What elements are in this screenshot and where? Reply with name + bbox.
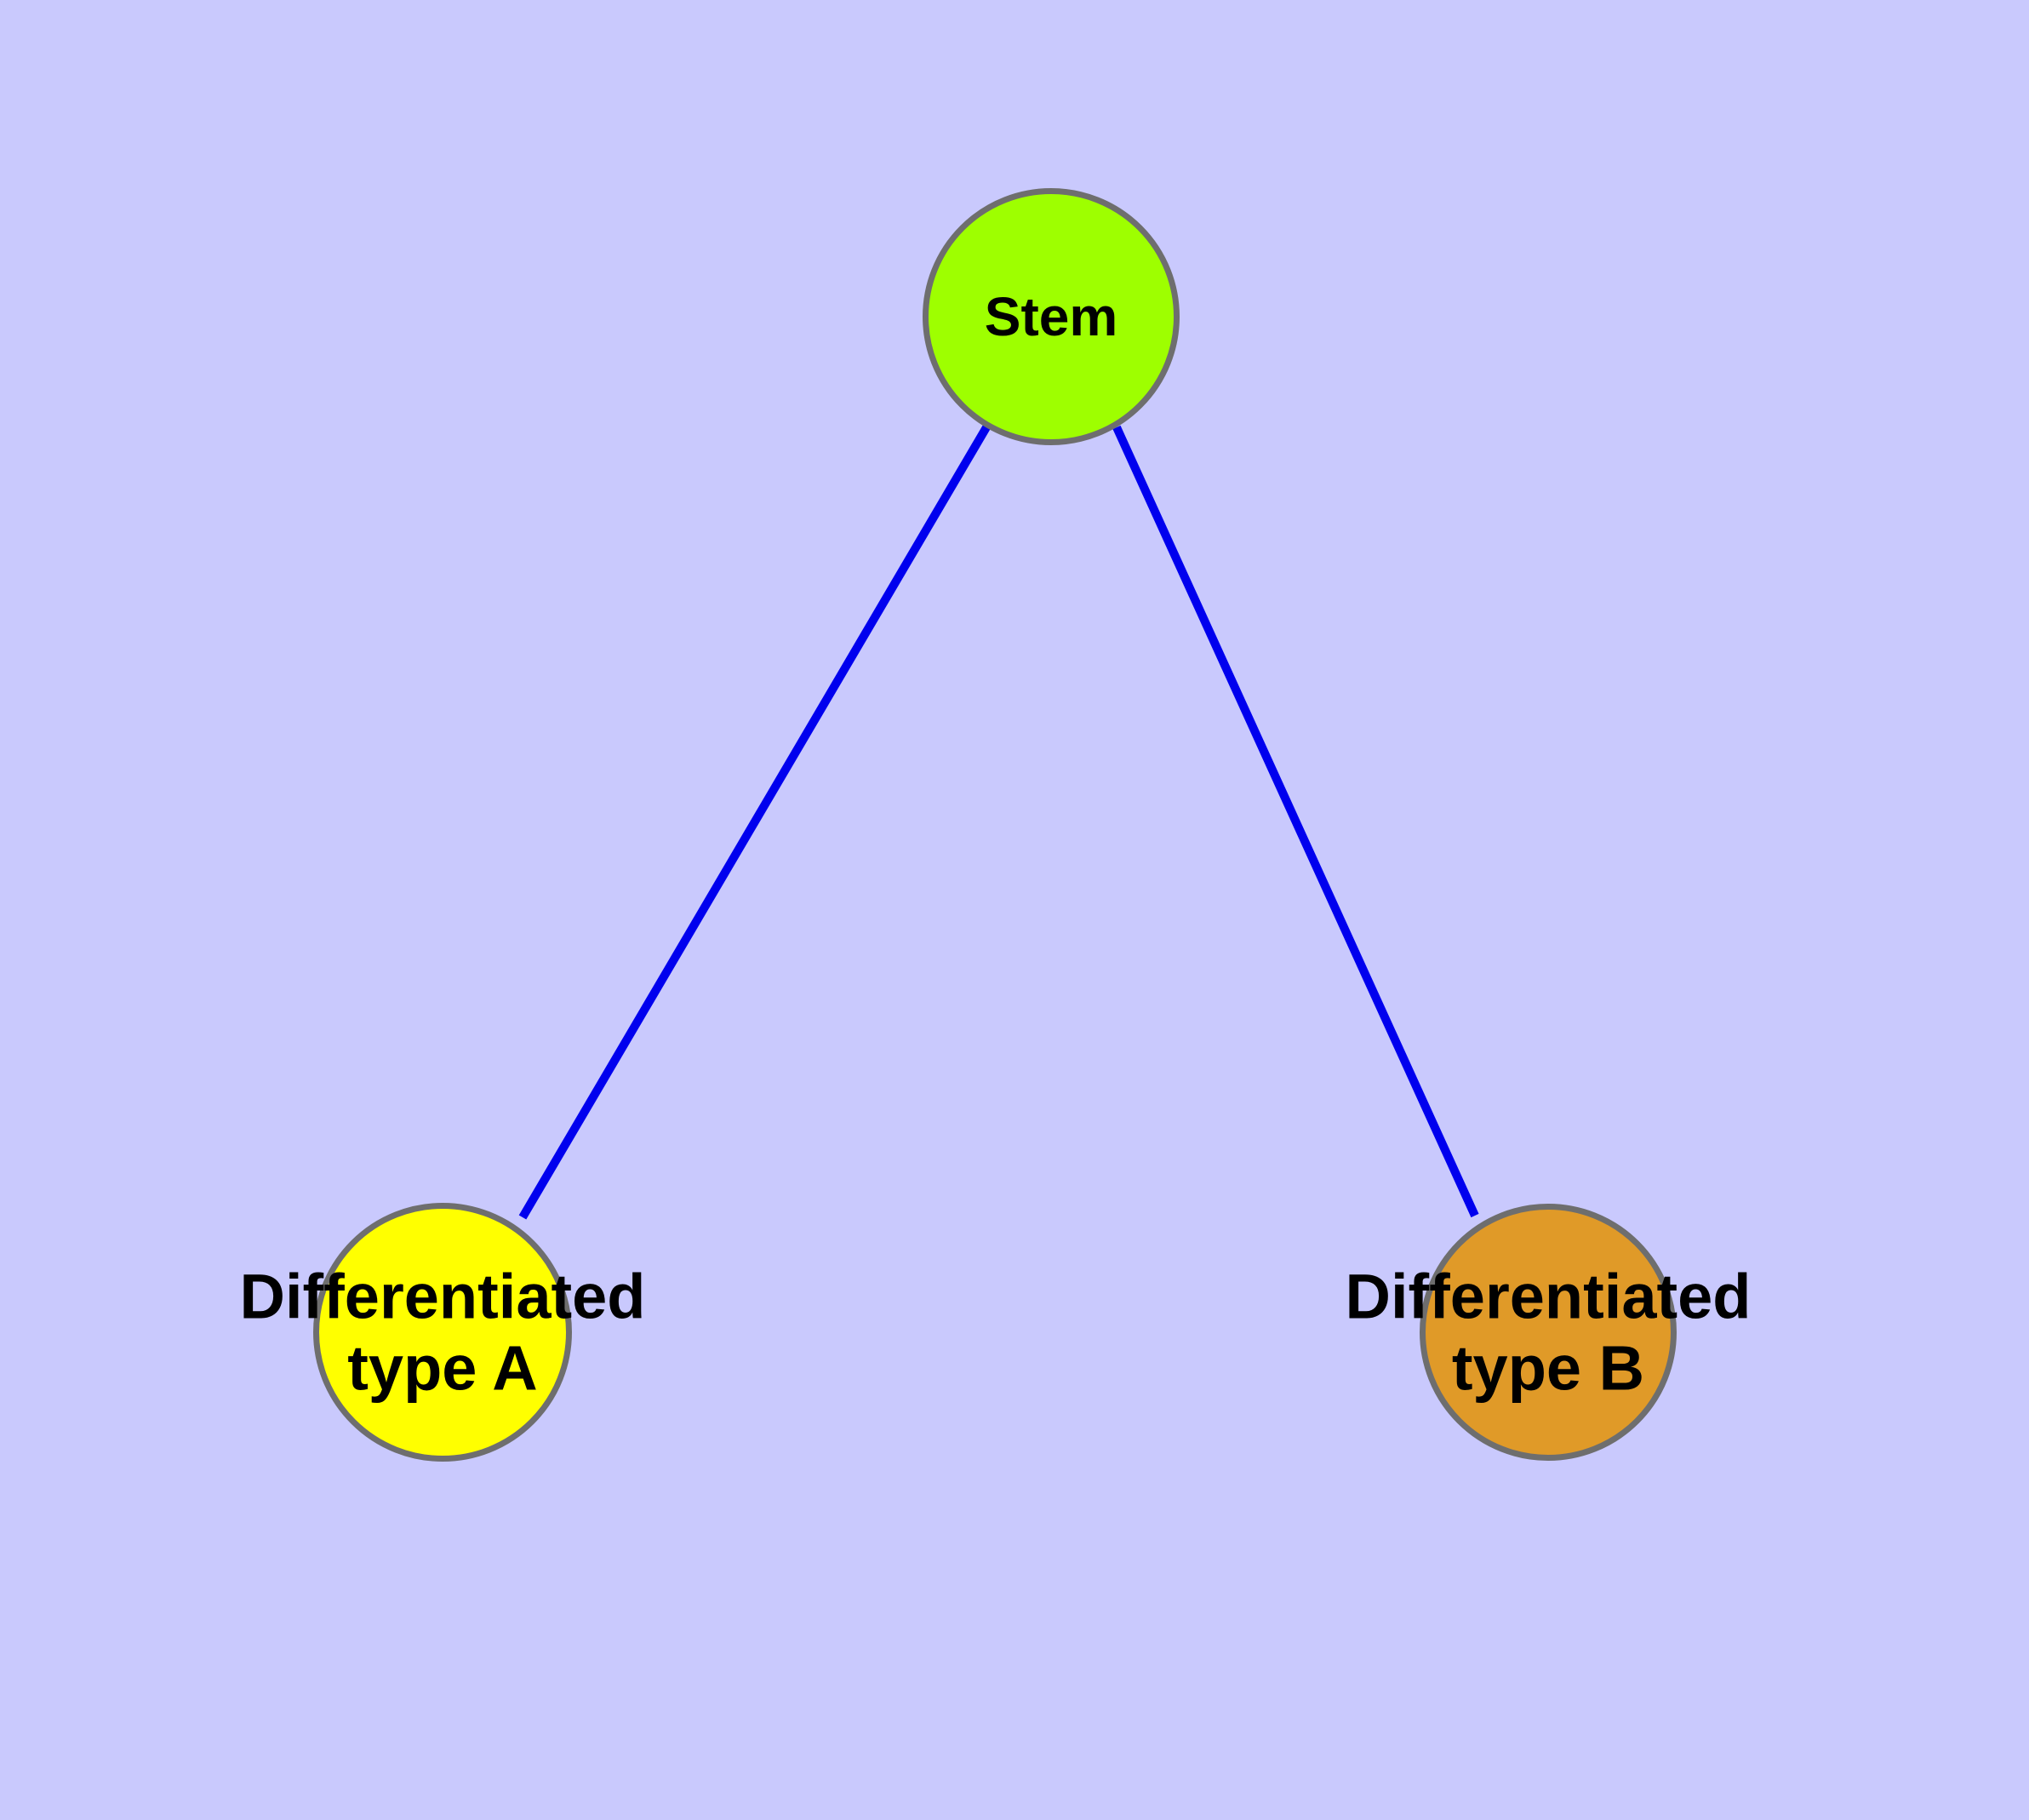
edge-stem-to-differentiated-a [518, 425, 991, 1220]
edge-stem-to-differentiated-b [1112, 425, 1479, 1218]
node-stem-label: Stem [984, 285, 1118, 347]
node-stem[interactable]: Stem [923, 188, 1180, 445]
